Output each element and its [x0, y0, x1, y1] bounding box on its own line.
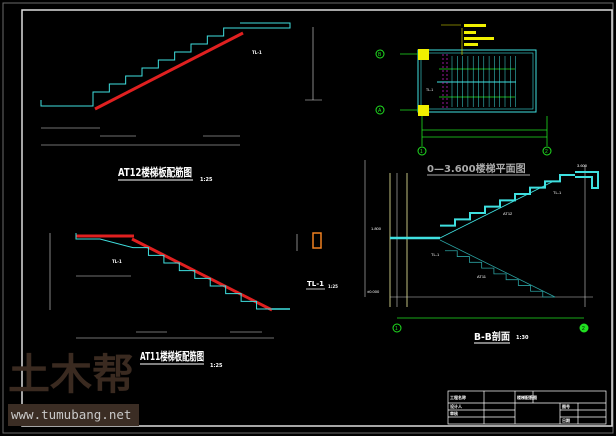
axis-label: 2 — [582, 326, 585, 332]
axis-bubble — [392, 323, 402, 333]
elev-ground: ±0.000 — [367, 289, 380, 294]
axis-bubble — [375, 105, 385, 115]
axis-label: A — [378, 108, 382, 114]
at11-scale: 1:25 — [210, 363, 223, 369]
beam-section — [312, 232, 322, 249]
note-text — [464, 24, 486, 27]
stair-profile — [40, 22, 291, 107]
tb-designer: 设计人 — [450, 403, 463, 409]
inner-frame — [21, 9, 613, 427]
lower-flight-slab — [439, 239, 556, 298]
stair-well-inner — [420, 52, 534, 110]
axis-label: 1 — [420, 149, 423, 155]
elev-mid: 1.800 — [371, 226, 382, 231]
at12-detail: AT12楼梯板配筋图 1:25 TL-1 — [40, 22, 322, 183]
at11-title: AT11楼梯板配筋图 — [140, 349, 204, 363]
axis-bubble — [375, 49, 385, 59]
axis-bubble — [417, 146, 427, 156]
tl1-section: TL-1 1:25 — [296, 232, 338, 290]
tb-project: 工程名称 — [450, 394, 466, 400]
rebar-line — [94, 31, 244, 111]
top-landing — [575, 171, 599, 189]
rebar-line — [131, 237, 273, 312]
tb-checker: 审核 — [450, 410, 458, 416]
tb-date: 日期 — [562, 417, 570, 423]
at11-detail: AT11楼梯板配筋图 1:25 TL-1 — [49, 233, 290, 369]
tl1-scale: 1:25 — [328, 284, 338, 289]
section-scale: 1:30 — [516, 335, 529, 341]
watermark-logo: 土木帮 — [8, 350, 135, 399]
note-text — [464, 43, 478, 46]
stair-well — [417, 49, 537, 113]
beam-label: TL-1 — [553, 190, 562, 195]
at12-beam-label: TL-1 — [252, 50, 262, 55]
title-block — [447, 390, 607, 425]
elev-top: 3.600 — [577, 163, 588, 168]
stair-profile — [75, 233, 272, 310]
axis-label: B — [378, 52, 382, 58]
note-text — [464, 37, 494, 40]
note-text — [464, 31, 476, 34]
bb-section: 1 2 3.600 1.800 ±0.000 TL-1 TL-1 AT12 AT… — [364, 160, 599, 344]
flight-label: AT11 — [477, 274, 487, 279]
at12-title: AT12楼梯板配筋图 — [118, 165, 192, 179]
at11-beam-label: TL-1 — [112, 259, 122, 264]
column — [418, 105, 429, 116]
column — [418, 49, 429, 60]
axis-bubble — [542, 146, 552, 156]
beam-label: TL-1 — [431, 252, 440, 257]
upper-flight-steps — [440, 174, 575, 227]
axis-label: 2 — [545, 149, 548, 155]
axis-bubble — [579, 323, 589, 333]
watermark-url: www.tumubang.net — [8, 404, 139, 426]
stair-plan: B A 1 2 TL-1 0—3.600楼梯平面图 — [375, 24, 552, 176]
plan-title: 0—3.600楼梯平面图 — [427, 162, 526, 175]
tl1-title: TL-1 — [307, 280, 324, 288]
at12-scale: 1:25 — [200, 177, 213, 183]
title-block-frame — [447, 390, 607, 425]
tb-drawing: 楼梯配筋图 — [517, 394, 537, 400]
lower-flight-steps — [445, 250, 555, 298]
axis-label: 1 — [395, 326, 398, 332]
upper-flight-slab — [439, 181, 553, 239]
tb-drawing-no: 图号 — [562, 403, 570, 409]
title-block-text: 工程名称 楼梯配筋图 设计人 审核 图号 日期 — [450, 394, 570, 423]
flight-label: AT12 — [503, 211, 513, 216]
section-title: B-B剖面 — [474, 330, 510, 343]
plan-beam-label: TL-1 — [426, 88, 433, 92]
